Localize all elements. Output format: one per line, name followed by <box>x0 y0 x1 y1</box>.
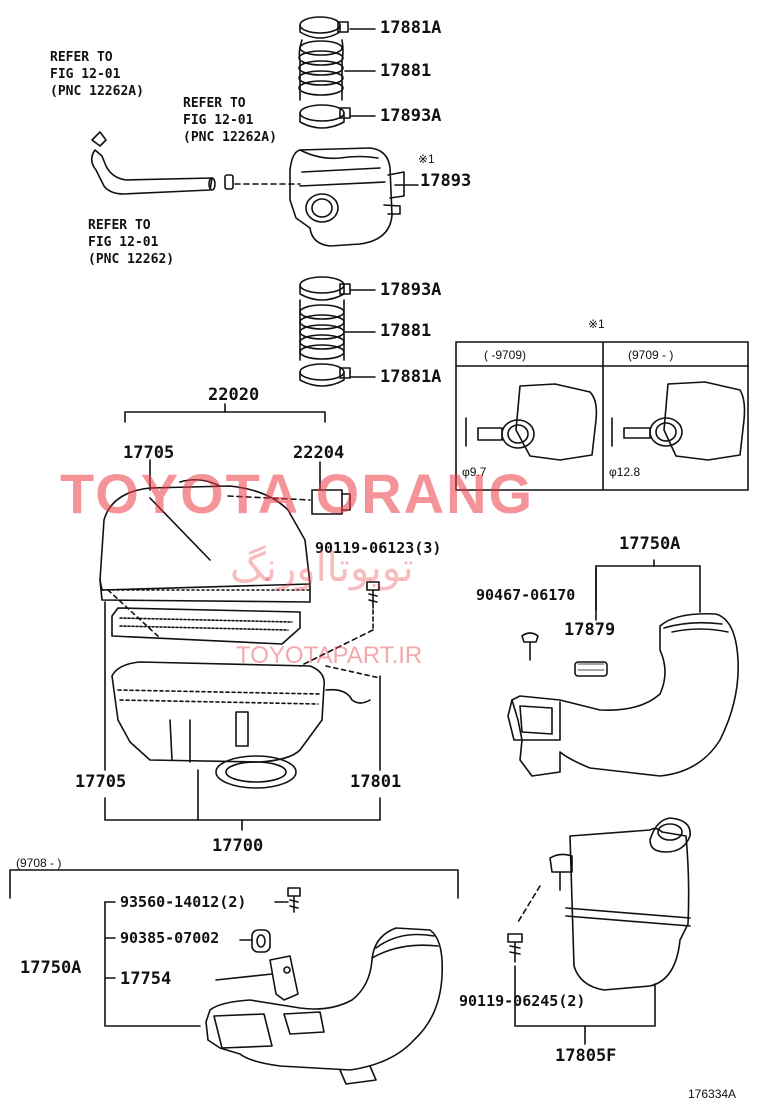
air-intake-duct-icon <box>507 559 739 777</box>
part-number-label: 17705 <box>75 772 127 792</box>
intake-resonator-icon <box>517 817 691 991</box>
top-hose-group <box>298 16 376 129</box>
part-number-label: 17879 <box>564 620 616 640</box>
part-number-label: 90385-07002 <box>120 929 220 947</box>
air-cleaner-case-icon <box>111 661 371 789</box>
lower-range-label: (9708 - ) <box>16 856 62 870</box>
inset-note-mark: ※1 <box>588 317 605 331</box>
push-clip-icon <box>521 632 539 661</box>
part-number-label: 17881A <box>380 18 442 38</box>
resonator-icon <box>289 147 419 247</box>
part-number-label: 17805F <box>555 1046 617 1066</box>
bolt-icon <box>299 581 380 667</box>
hose-icon <box>298 39 344 101</box>
air-cleaner-cap-icon <box>99 478 311 603</box>
inset-right-diameter: φ12.8 <box>609 465 641 479</box>
part-number-label: 17750A <box>20 958 82 978</box>
hose-clamp-icon <box>299 104 351 129</box>
grommet-icon <box>251 929 271 953</box>
part-number-label: 90119-06123(3) <box>315 539 442 557</box>
inset-left-diameter: φ9.7 <box>462 465 487 479</box>
hose-icon <box>299 299 345 361</box>
lower-range-frame <box>9 869 459 899</box>
part-number-label: 17700 <box>212 836 264 856</box>
hose-clamp-icon <box>299 363 351 387</box>
air-filter-element-icon <box>111 607 301 645</box>
hose-clamp-icon <box>299 16 349 39</box>
persian-watermark: تویوتااورنگ <box>230 545 414 591</box>
bolt-icon <box>287 887 301 913</box>
lower-duct-icon <box>205 927 444 1085</box>
inset-left-range: ( -9709) <box>484 348 527 362</box>
figure-code: 176334A <box>688 1087 737 1101</box>
lower-hose-group <box>299 276 376 387</box>
resonator-detail-icon <box>465 383 598 461</box>
hose-clamp-icon <box>299 276 351 301</box>
part-number-label: 17881A <box>380 367 442 387</box>
inset-detail-box <box>455 341 749 491</box>
brand-watermark: TOYOTA ORANG <box>60 462 535 525</box>
leader-bracket <box>104 901 201 1027</box>
part-number-label: 22204 <box>293 443 345 463</box>
part-number-label: 90467-06170 <box>476 586 576 604</box>
part-number-label: 90119-06245(2) <box>459 992 586 1010</box>
resonator-detail-icon <box>611 381 746 461</box>
inset-right-range: (9709 - ) <box>628 348 674 362</box>
part-number-label: 17705 <box>123 443 175 463</box>
site-watermark: TOYOTAPART.IR <box>236 642 423 669</box>
part-number-label: 17893A <box>380 106 442 126</box>
part-number-label: 17881 <box>380 61 432 81</box>
sensor-connector-icon <box>227 489 351 515</box>
part-number-label: 22020 <box>208 385 260 405</box>
part-number-label: 17754 <box>120 969 172 989</box>
bolt-icon <box>507 933 523 963</box>
note-mark: ※1 <box>418 152 435 166</box>
part-number-label: 17881 <box>380 321 432 341</box>
part-number-label: 17893 <box>420 171 472 191</box>
part-number-label: 17750A <box>619 534 681 554</box>
bracket-icon <box>269 955 299 1001</box>
pcv-hose-icon <box>90 131 301 195</box>
part-number-label: 17801 <box>350 772 402 792</box>
air-cleaner-assembly <box>99 403 381 831</box>
part-number-label: 93560-14012(2) <box>120 893 247 911</box>
part-number-label: 17893A <box>380 280 442 300</box>
